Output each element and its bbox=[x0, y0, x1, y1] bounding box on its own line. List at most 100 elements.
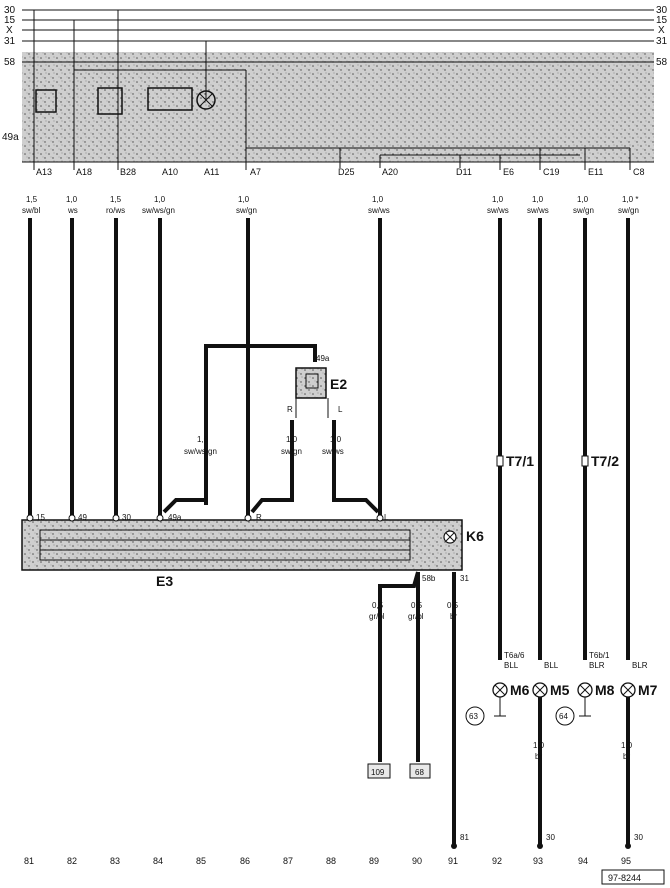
relay-symbol bbox=[147, 87, 193, 111]
e2-wire-size: 1,0 bbox=[197, 435, 209, 444]
column-number: 93 bbox=[533, 856, 543, 866]
pin-label: B28 bbox=[120, 167, 136, 177]
wire-color: gr/bl bbox=[408, 612, 424, 621]
pin-label: D25 bbox=[338, 167, 355, 177]
e2-wire-size: 1,0 bbox=[330, 435, 342, 444]
rail-label-right: 30 bbox=[656, 5, 668, 16]
e2-wire-color: sw/ws bbox=[322, 447, 344, 456]
e3-label: E3 bbox=[156, 573, 173, 589]
e2-wire-size: 1,0 bbox=[286, 435, 298, 444]
ref-box-label: 68 bbox=[415, 768, 424, 777]
bottom-refs: 81 30 30 bbox=[451, 833, 643, 849]
e2-switch-assembly: 49a E2 R L 1,0 sw/ws/gn 1,0 sw/gn 1,0 sw… bbox=[162, 344, 380, 514]
e3-pin-label: R bbox=[256, 513, 262, 522]
e3-module: 15 49 30 49a R L E3 K6 58b 31 bbox=[21, 513, 484, 589]
pin-label: D11 bbox=[456, 167, 472, 177]
rail-label-right: 31 bbox=[656, 36, 668, 47]
wire-size: 1,0 bbox=[577, 195, 589, 204]
wire-size: 0,5 bbox=[411, 601, 423, 610]
wire-size: 0,5 bbox=[447, 601, 459, 610]
e3-pin bbox=[156, 514, 164, 522]
rail-label-right: 58 bbox=[656, 57, 668, 68]
top-wire-labels: 1,5 sw/bl 1,0 ws 1,5 ro/ws 1,0 sw/ws/gn … bbox=[22, 195, 639, 215]
wire-e2-r bbox=[250, 420, 294, 514]
column-number: 86 bbox=[240, 856, 250, 866]
ground-ref-icon bbox=[555, 706, 575, 726]
wire-size: 1,5 bbox=[110, 195, 122, 204]
switch-symbol bbox=[35, 89, 57, 113]
wire-color: ro/ws bbox=[106, 206, 125, 215]
motor-label: M8 bbox=[595, 682, 615, 698]
wire-size: 1,0 bbox=[238, 195, 250, 204]
rail-labels-right: 30 15 X 31 58 bbox=[656, 5, 668, 68]
connectors: T7/1 T7/2 bbox=[496, 453, 619, 469]
e2-wire-color: sw/gn bbox=[281, 447, 302, 456]
wire-size: 1,0 * bbox=[622, 195, 638, 204]
wire-color: br bbox=[623, 752, 630, 761]
wire-size: 1,0 bbox=[532, 195, 544, 204]
rail-label-right: 15 bbox=[656, 15, 668, 26]
column-number: 90 bbox=[412, 856, 422, 866]
ref-box bbox=[367, 763, 391, 779]
wire-size: 1,0 bbox=[66, 195, 78, 204]
pin-label: E6 bbox=[503, 167, 514, 177]
wire-color: sw/ws/gn bbox=[142, 206, 175, 215]
motor-label: M6 bbox=[510, 682, 530, 698]
connector-label: T7/2 bbox=[591, 453, 619, 469]
pin-label: A11 bbox=[204, 167, 219, 177]
column-number: 82 bbox=[67, 856, 77, 866]
motor-sub: BLL bbox=[504, 661, 519, 670]
marker-49a: 49a bbox=[2, 132, 19, 143]
motor-pin: T6a/6 bbox=[504, 651, 525, 660]
wire-e2-l bbox=[332, 420, 380, 514]
panel-switches bbox=[35, 87, 216, 115]
e2-pin-49a: 49a bbox=[316, 354, 330, 363]
wire-size: 1,0 bbox=[533, 741, 545, 750]
supply-rails bbox=[22, 9, 654, 63]
wire-color: sw/gn bbox=[618, 206, 639, 215]
wire-size: 0,5 bbox=[372, 601, 384, 610]
e2-switch bbox=[295, 367, 327, 399]
rail-label-right: X bbox=[658, 25, 665, 36]
wire-size: 1,0 bbox=[154, 195, 166, 204]
wire-color: sw/ws bbox=[487, 206, 509, 215]
wire-color: sw/gn bbox=[573, 206, 594, 215]
e3-pin-label: 49a bbox=[168, 513, 182, 522]
wire-color: sw/gn bbox=[236, 206, 257, 215]
column-number: 88 bbox=[326, 856, 336, 866]
wire-e2-49a bbox=[162, 498, 206, 514]
lamp-symbol bbox=[196, 90, 216, 110]
k6-pin-31: 31 bbox=[460, 574, 469, 583]
e2-pin-r: R bbox=[287, 405, 293, 414]
wire-color: sw/ws bbox=[527, 206, 549, 215]
motor-label: M5 bbox=[550, 682, 570, 698]
pin-label: C8 bbox=[633, 167, 645, 177]
ground-ref: 63 bbox=[469, 712, 478, 721]
rail-drops bbox=[33, 10, 247, 170]
e3-pin bbox=[68, 514, 76, 522]
connector-icon bbox=[581, 455, 589, 467]
rail-label-left: 31 bbox=[4, 36, 16, 47]
wire-color: sw/ws bbox=[368, 206, 390, 215]
column-number: 85 bbox=[196, 856, 206, 866]
k6-pin-58b: 58b bbox=[422, 574, 436, 583]
column-number: 91 bbox=[448, 856, 458, 866]
column-number: 92 bbox=[492, 856, 502, 866]
wire-color: gr/bl bbox=[369, 612, 385, 621]
wire-color: ws bbox=[67, 206, 78, 215]
e3-pin bbox=[376, 514, 384, 522]
column-number: 95 bbox=[621, 856, 631, 866]
column-number: 94 bbox=[578, 856, 588, 866]
column-number: 87 bbox=[283, 856, 293, 866]
bottom-ref: 81 bbox=[460, 833, 469, 842]
column-number: 81 bbox=[24, 856, 34, 866]
wire-size: 1,0 bbox=[492, 195, 504, 204]
pin-label: A18 bbox=[76, 167, 92, 177]
rail-labels-left: 30 15 X 31 58 bbox=[4, 5, 16, 68]
e3-pin-label: 15 bbox=[36, 513, 45, 522]
top-pin-labels: A13 A18 B28 A10 A11 A7 D25 A20 D11 E6 C1… bbox=[36, 167, 645, 177]
e3-pin-label: 30 bbox=[122, 513, 131, 522]
motor-pin: T6b/1 bbox=[589, 651, 610, 660]
connector-icon bbox=[496, 455, 504, 467]
